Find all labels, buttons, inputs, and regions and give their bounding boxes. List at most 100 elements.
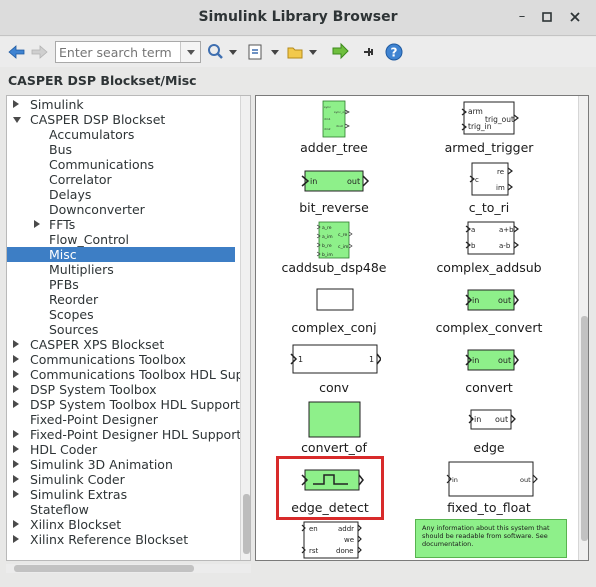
collapsed-arrow-icon[interactable] [13,445,19,453]
caddsub-out-c-re: c_re [338,232,347,238]
block-edge-detect[interactable] [300,469,366,496]
tree-item[interactable]: FFTs [7,217,235,232]
tree-item-label: Xilinx Reference Blockset [30,532,189,547]
c-to-ri-in-port: c [475,176,479,184]
forward-arrow-icon [31,45,48,59]
tree-item[interactable]: DSP System Toolbox [7,382,235,397]
armed-trigger-trig-out-port: trig_out [485,115,514,124]
close-button[interactable] [566,8,584,26]
collapsed-arrow-icon[interactable] [13,520,19,528]
collapsed-arrow-icon[interactable] [13,100,19,108]
tree-item[interactable]: Fixed-Point Designer HDL Support [7,427,241,442]
blocks-pane: sync din1 din2 sync_out dout adder_tree … [255,95,589,561]
block-complex-convert[interactable]: in out [464,289,520,316]
tree-item[interactable]: Downconverter [7,202,235,217]
tree-item[interactable]: Communications Toolbox [7,352,235,367]
block-caddsub-dsp48e[interactable]: a_re a_im b_re b_im c_re c_im [316,221,354,264]
block-conv[interactable]: 1 1 [289,344,382,379]
collapsed-arrow-icon[interactable] [13,430,19,438]
tree-item[interactable]: HDL Coder [7,442,235,457]
tree-item[interactable]: Sources [7,322,235,337]
block-edge[interactable]: in out [467,409,517,434]
tree-item[interactable]: Simulink 3D Animation [7,457,235,472]
info-block[interactable]: Any information about this system that s… [415,519,567,558]
tree-item[interactable]: Misc [7,247,235,262]
open-model-button[interactable] [286,41,320,63]
tree-scrollbar[interactable] [240,96,250,560]
tree-scrollbar-thumb[interactable] [243,494,250,554]
tree-item-label: Communications Toolbox [30,352,186,367]
block-armed-trigger[interactable]: arm trig_in trig_out [460,100,520,141]
armed-trigger-trig-in-port: trig_in [468,122,492,131]
tree-item[interactable]: PFBs [7,277,235,292]
tree-item[interactable]: Accumulators [7,127,235,142]
caddsub-port-a-im: a_im [322,234,333,240]
tree-item[interactable]: Simulink Extras [7,487,235,502]
tree-horizontal-scrollbar[interactable] [6,564,251,573]
collapsed-arrow-icon[interactable] [13,385,19,393]
block-partial[interactable]: en rst addr we done [300,521,364,560]
minimize-button[interactable]: – [518,9,526,24]
search-history-dropdown[interactable] [180,42,200,62]
block-convert[interactable]: in out [464,349,520,376]
block-fixed-to-float[interactable]: in out [445,461,539,502]
collapsed-arrow-icon[interactable] [13,460,19,468]
block-convert-of[interactable] [308,401,362,442]
add-to-model-button[interactable] [330,41,350,63]
tree-item[interactable]: Bus [7,142,235,157]
block-complex-addsub[interactable]: a b a+b a-b [464,220,520,261]
tree-item-label: Correlator [49,172,112,187]
block-bit-reverse[interactable]: in out [300,169,370,198]
tree-item[interactable]: DSP System Toolbox HDL Support [7,397,240,412]
search-input[interactable] [59,43,179,61]
search-field[interactable] [55,41,201,63]
conv-out-port: 1 [369,355,374,364]
block-complex-conj[interactable] [316,288,356,315]
tree-item[interactable]: Multipliers [7,262,235,277]
tree-item[interactable]: Correlator [7,172,235,187]
collapsed-arrow-icon[interactable] [13,355,19,363]
tree-item[interactable]: Communications Toolbox HDL Sup [7,367,244,382]
forward-button[interactable] [30,41,50,63]
tree-horizontal-scrollbar-thumb[interactable] [14,565,194,572]
tree-item[interactable]: Fixed-Point Designer [7,412,235,427]
tree-item[interactable]: Reorder [7,292,235,307]
blocks-scrollbar[interactable] [578,96,588,560]
collapsed-arrow-icon[interactable] [13,535,19,543]
block-adder-tree[interactable]: sync din1 din2 sync_out dout [322,100,352,143]
convert-in-port: in [472,356,479,365]
back-button[interactable] [6,41,26,63]
collapsed-arrow-icon[interactable] [13,340,19,348]
collapsed-arrow-icon[interactable] [34,220,40,228]
blocks-scrollbar-thumb[interactable] [581,316,588,541]
block-c-to-ri[interactable]: c re im [468,162,514,201]
complex-addsub-a-port: a [471,226,475,234]
tree-item[interactable]: Flow_Control [7,232,235,247]
search-options-button[interactable] [206,41,240,63]
tree-item[interactable]: Xilinx Reference Blockset [7,532,235,547]
block-label: complex_conj [291,320,377,335]
tree-item[interactable]: Simulink Coder [7,472,235,487]
tree-item[interactable]: Xilinx Blockset [7,517,235,532]
collapsed-arrow-icon[interactable] [13,475,19,483]
help-button[interactable]: ? [384,41,404,63]
maximize-button[interactable] [538,8,556,26]
tree-item[interactable]: Delays [7,187,235,202]
library-path: CASPER DSP Blockset/Misc [8,73,197,88]
tree-item[interactable]: Simulink [7,97,235,112]
collapsed-arrow-icon[interactable] [13,400,19,408]
fixed-to-float-in-port: in [452,476,458,484]
tree-item[interactable]: CASPER XPS Blockset [7,337,235,352]
tree-item[interactable]: Communications [7,157,235,172]
collapsed-arrow-icon[interactable] [13,490,19,498]
tree-item[interactable]: Stateflow [7,502,235,517]
expanded-arrow-icon[interactable] [13,117,21,123]
tree-item[interactable]: CASPER DSP Blockset [7,112,235,127]
tree-item[interactable]: Scopes [7,307,235,322]
new-model-button[interactable] [246,41,282,63]
help-icon: ? [385,43,403,61]
collapsed-arrow-icon[interactable] [13,370,19,378]
pin-button[interactable] [360,41,376,63]
convert-out-port: out [498,356,511,365]
